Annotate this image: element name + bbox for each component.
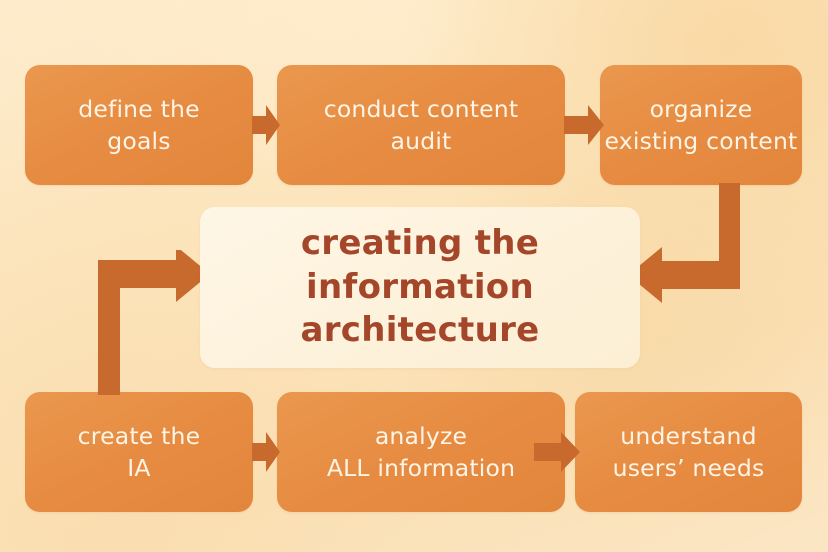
center-node-creating-the-information-architecture[interactable]: creating the information architecture — [200, 207, 640, 368]
node-create-the-ia[interactable]: create the IA — [25, 392, 253, 512]
node-define-the-goals[interactable]: define the goals — [25, 65, 253, 185]
center-label-line2: information — [306, 266, 534, 307]
node-label-line2: ALL information — [326, 454, 516, 482]
node-label-line1: define the — [78, 94, 200, 123]
arrow-analyze-to-understand-icon — [534, 430, 580, 474]
arrow-audit-to-organize-icon — [564, 103, 604, 147]
node-label-line1: conduct content — [323, 94, 519, 123]
node-label-line2: goals — [107, 127, 171, 155]
center-label-line1: creating the — [300, 222, 540, 263]
node-label-line1: understand — [620, 421, 757, 450]
node-label-line2: audit — [390, 127, 452, 155]
node-label-line1: create the — [77, 421, 201, 450]
arrow-goals-to-audit-icon — [252, 103, 280, 147]
node-label-line2: existing content — [604, 127, 798, 155]
center-label-line3: architecture — [300, 310, 540, 351]
node-label-line1: analyze — [374, 421, 468, 450]
arrow-organize-to-center-icon — [628, 183, 740, 308]
arrow-createia-to-center-icon — [98, 250, 210, 395]
node-conduct-content-audit[interactable]: conduct content audit — [277, 65, 565, 185]
node-organize-existing-content[interactable]: organize existing content — [600, 65, 802, 185]
node-analyze-all-information[interactable]: analyze ALL information — [277, 392, 565, 512]
arrow-createia-to-analyze-icon — [252, 430, 280, 474]
node-understand-users-needs[interactable]: understand users’ needs — [575, 392, 802, 512]
node-label-line2: users’ needs — [612, 454, 765, 482]
node-label-line2: IA — [127, 454, 151, 482]
node-label-line1: organize — [649, 94, 753, 123]
